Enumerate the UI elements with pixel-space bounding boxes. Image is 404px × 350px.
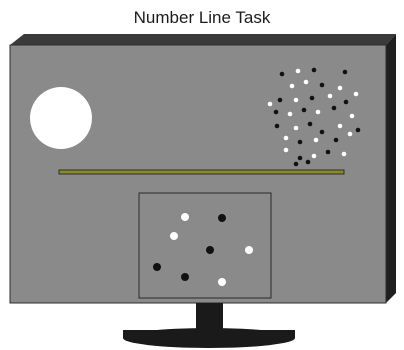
cloud-dot-white <box>311 153 317 159</box>
cloud-dot-black <box>277 97 283 103</box>
cloud-dot-white <box>337 85 343 91</box>
cloud-dot-black <box>273 109 279 115</box>
target-box <box>138 192 272 299</box>
cloud-dot-black <box>319 129 325 135</box>
cloud-dot-black <box>297 139 303 145</box>
cloud-dot-white <box>303 79 309 85</box>
reference-circle-left <box>30 87 92 149</box>
cloud-dot-black <box>309 95 315 101</box>
cloud-dot-black <box>319 82 325 88</box>
cloud-dot-white <box>289 83 295 89</box>
box-dot-white <box>181 213 189 221</box>
cloud-dot-white <box>353 91 359 97</box>
cloud-dot-white <box>313 137 319 143</box>
target-box-dots <box>153 213 253 286</box>
cloud-dot-black <box>325 149 331 155</box>
cloud-dot-black <box>279 71 285 77</box>
box-dot-white <box>218 278 226 286</box>
number-line <box>58 169 345 175</box>
cloud-dot-white <box>283 147 289 153</box>
cloud-dot-white <box>347 131 353 137</box>
cloud-dot-white <box>295 68 301 74</box>
figure-title: Number Line Task <box>133 8 271 27</box>
box-dot-black <box>153 263 161 271</box>
cloud-dot-black <box>311 67 317 73</box>
box-dot-white <box>170 232 178 240</box>
monitor-stand-base-top <box>123 330 295 338</box>
monitor-top-bezel <box>10 34 396 45</box>
cloud-dot-white <box>293 97 299 103</box>
cloud-dot-white <box>267 101 273 107</box>
box-dot-black <box>218 214 226 222</box>
cloud-dot-white <box>287 111 293 117</box>
cloud-dot-white <box>349 113 355 119</box>
cloud-dot-black <box>293 161 299 167</box>
cloud-dot-black <box>331 105 337 111</box>
reference-dot-cloud-right <box>267 67 361 167</box>
cloud-dot-white <box>337 123 343 129</box>
cloud-dot-black <box>301 107 307 113</box>
cloud-dot-black <box>307 121 313 127</box>
cloud-dot-black <box>355 127 361 133</box>
cloud-dot-black <box>274 123 280 129</box>
box-dot-black <box>181 273 189 281</box>
cloud-dot-white <box>341 151 347 157</box>
cloud-dot-black <box>297 155 303 161</box>
box-dot-white <box>245 246 253 254</box>
cloud-dot-white <box>293 125 299 131</box>
monitor-side-bezel <box>386 34 396 303</box>
cloud-dot-white <box>315 109 321 115</box>
cloud-dot-black <box>333 137 339 143</box>
cloud-dot-white <box>327 93 333 99</box>
cloud-dot-white <box>283 135 289 141</box>
box-dot-black <box>206 246 214 254</box>
cloud-dot-black <box>343 99 349 105</box>
cloud-dot-black <box>305 159 311 165</box>
cloud-dot-black <box>342 69 348 75</box>
